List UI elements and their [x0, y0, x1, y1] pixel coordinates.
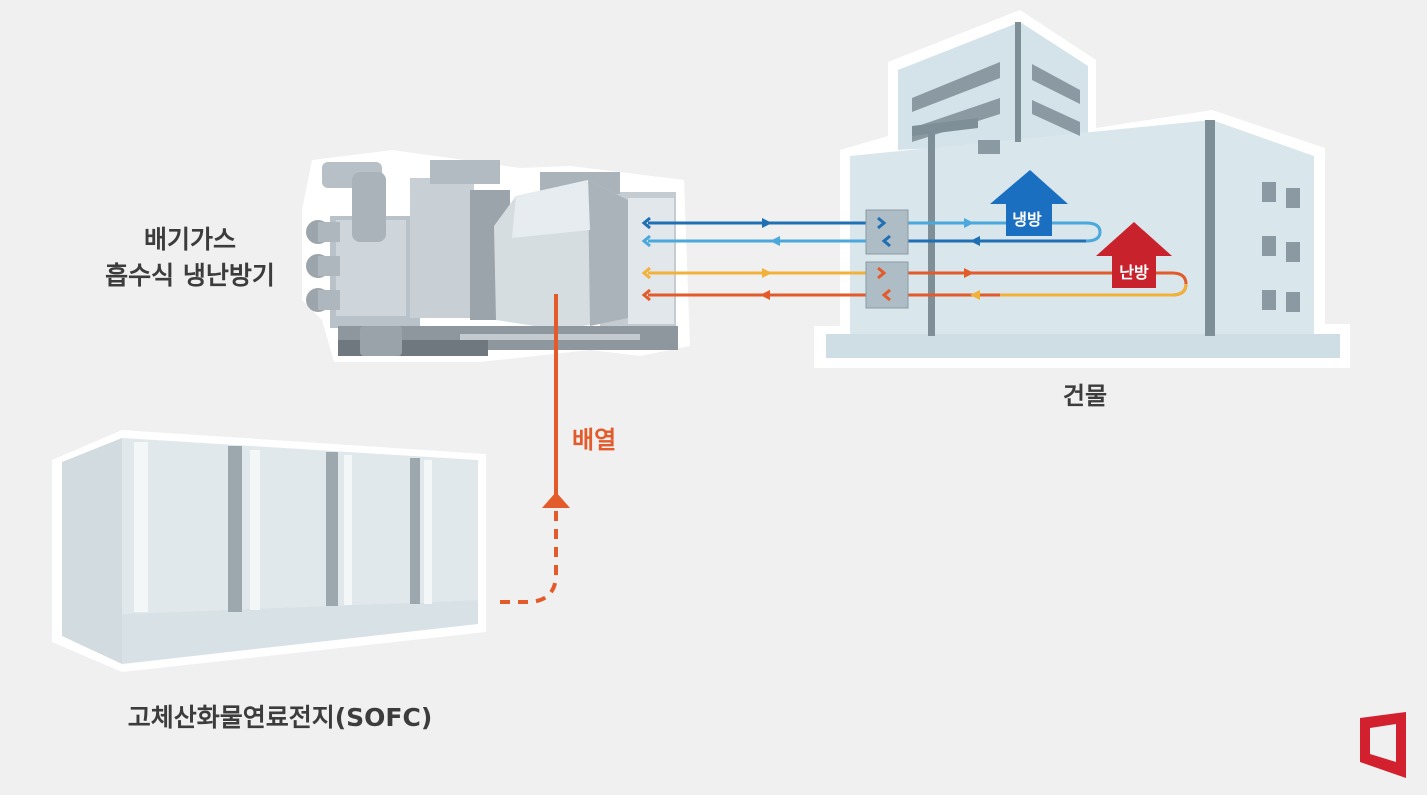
sofc-fuel-cell-illustration	[52, 430, 486, 672]
chiller-label-line1: 배기가스	[143, 225, 236, 254]
sofc-label: 고체산화물연료전지(SOFC)	[127, 703, 433, 732]
chiller-label-line2: 흡수식 냉난방기	[105, 261, 275, 290]
building-label: 건물	[1062, 382, 1108, 410]
cooling-up-arrow-icon	[990, 170, 1068, 236]
cooling-pipes	[641, 209, 1102, 255]
heating-label: 난방	[1119, 263, 1149, 282]
heating-pipes	[641, 261, 1188, 309]
exhaust-heat-flow	[500, 294, 570, 604]
red-trapezoid-logo-icon	[1360, 712, 1406, 778]
exhaust-heat-label: 배열	[572, 426, 617, 454]
absorption-chiller-illustration	[302, 150, 690, 362]
building-illustration	[814, 10, 1350, 368]
heating-up-arrow-icon	[1096, 222, 1172, 288]
chiller-label: 배기가스 흡수식 냉난방기	[70, 222, 310, 294]
cooling-label: 냉방	[1012, 210, 1042, 229]
